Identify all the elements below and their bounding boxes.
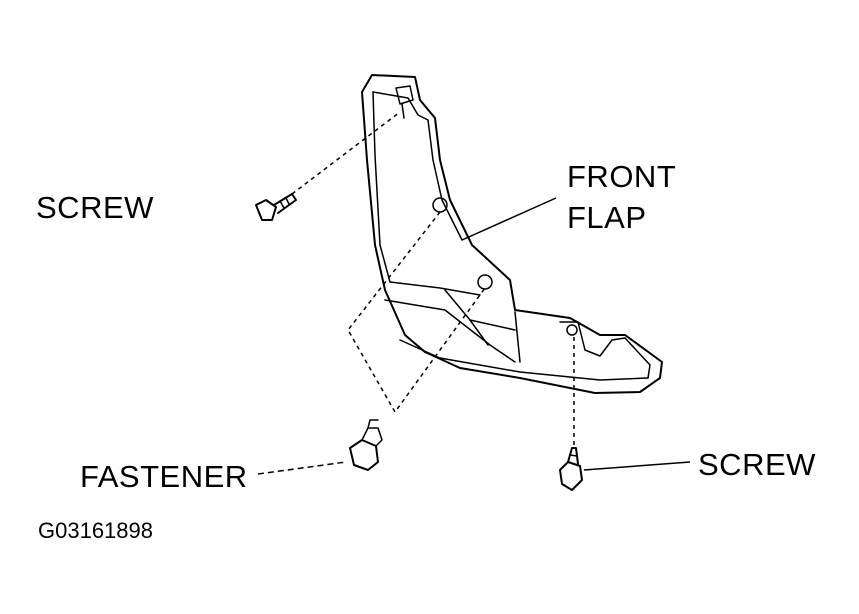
fastener-path [347, 211, 486, 414]
fastener-label: FASTENER [80, 459, 248, 494]
screw-upper-label: SCREW [36, 190, 154, 225]
fastener-icon [349, 419, 383, 471]
front-flap-part [361, 74, 663, 394]
front-flap-label-line1: FRONT [567, 159, 676, 194]
upper-screw-icon [255, 193, 297, 221]
lower-screw-icon [559, 447, 583, 491]
upper-screw-path [291, 111, 401, 195]
lower-screw-leader [583, 461, 691, 471]
front-flap-label-line2: FLAP [567, 200, 647, 235]
front-flap-leader [461, 197, 557, 241]
screw-lower-label: SCREW [698, 447, 816, 482]
figure-code: G03161898 [38, 518, 153, 543]
fastener-leader [257, 461, 347, 475]
